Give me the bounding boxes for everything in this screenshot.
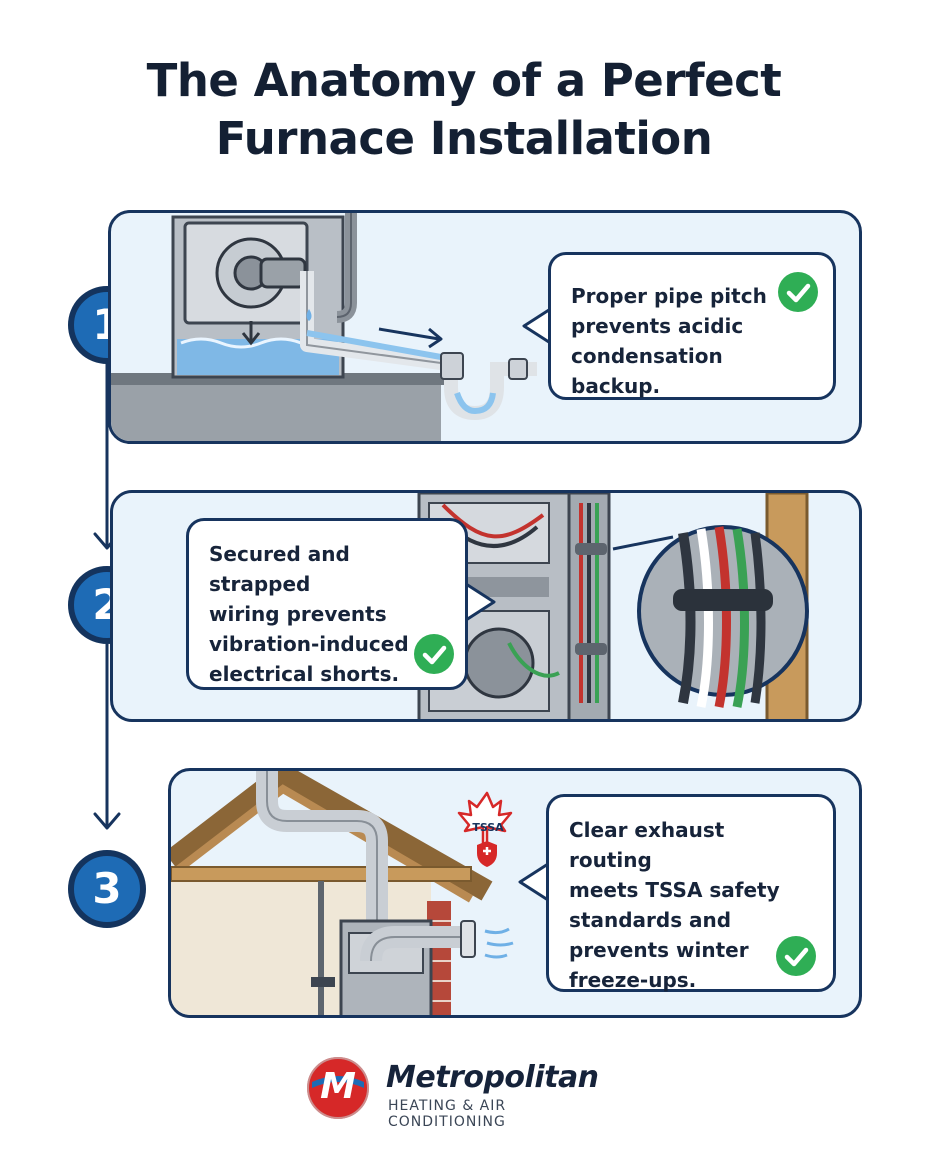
step-1-callout: Proper pipe pitch prevents acidic conden… — [548, 252, 836, 400]
step-3-check-icon — [776, 936, 816, 976]
step-1-callout-tail — [522, 306, 553, 346]
brand-tagline: HEATING & AIR CONDITIONING — [388, 1098, 507, 1130]
wiring-illustration — [417, 493, 809, 719]
brand-name: Metropolitan — [386, 1060, 599, 1095]
step-2-callout: Secured and strapped wiring prevents vib… — [186, 518, 468, 690]
step-2-check-icon — [414, 634, 454, 674]
step-1-callout-text: Proper pipe pitch prevents acidic conden… — [571, 284, 767, 398]
step-3-callout-text: Clear exhaust routing meets TSSA safety … — [569, 818, 780, 992]
page-title-line-2: Furnace Installation — [215, 112, 713, 165]
step-2-callout-tail — [465, 582, 496, 622]
page-title: The Anatomy of a Perfect Furnace Install… — [0, 52, 928, 168]
step-1-check-icon — [778, 272, 818, 312]
step-3-callout: Clear exhaust routing meets TSSA safety … — [546, 794, 836, 992]
tssa-badge-label: TSSA — [472, 821, 504, 834]
step-3-callout-tail — [518, 862, 549, 902]
page-title-line-1: The Anatomy of a Perfect — [146, 54, 782, 107]
brand-logo: M Metropolitan HEATING & AIR CONDITIONIN… — [306, 1056, 626, 1130]
timeline-arrow-2 — [93, 812, 121, 830]
metropolitan-logo-icon — [307, 1057, 369, 1119]
step-2-callout-text: Secured and strapped wiring prevents vib… — [209, 542, 409, 686]
brand-logo-letter: M — [320, 1066, 356, 1107]
step-3-badge: 3 — [68, 850, 146, 928]
exhaust-routing-illustration — [171, 771, 514, 1015]
condensate-drain-illustration — [111, 213, 537, 441]
